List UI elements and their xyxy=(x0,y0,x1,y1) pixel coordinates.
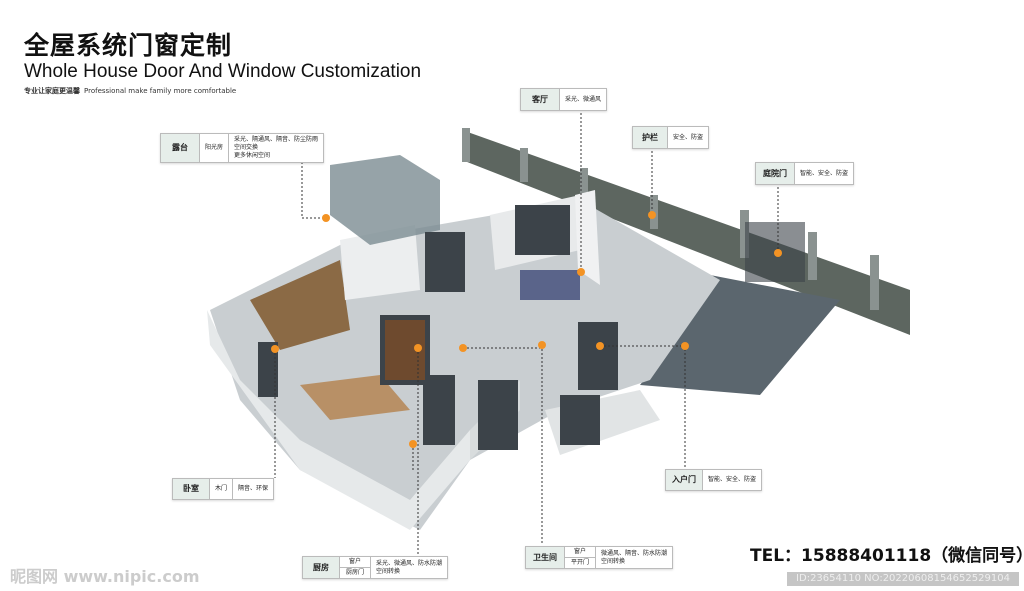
feature: 采光、隔通风、隔音、防尘防雨 xyxy=(234,136,319,143)
label-kitchen: 厨房 窗户 厨房门 采光、微通风、防水防潮 空间转换 xyxy=(302,556,449,579)
label-entry: 入户门 智能、安全、防盗 xyxy=(665,469,763,491)
label-name: 卧室 xyxy=(173,479,210,499)
label-type: 木门 xyxy=(210,479,234,499)
sunroom xyxy=(330,155,440,245)
label-name: 露台 xyxy=(161,134,200,162)
feature: 采光、微通风 xyxy=(565,95,602,103)
watermark-id: ID:23654110 NO:20220608154652529104 xyxy=(787,572,1019,586)
type: 窗户 xyxy=(574,548,587,555)
label-yard-gate: 庭院门 智能、安全、防盗 xyxy=(755,162,855,185)
feature: 空间交换 xyxy=(234,144,259,151)
title-cn: 全屋系统门窗定制 xyxy=(24,31,233,60)
watermark-site: 昵图网 www.nipic.com xyxy=(10,567,200,586)
feature: 更多休闲空间 xyxy=(234,152,271,159)
label-name: 入户门 xyxy=(666,470,703,490)
label-type: 阳光房 xyxy=(200,134,230,162)
subtitle-cn: 专业让家庭更温馨 xyxy=(24,87,80,95)
feature: 隔音、环保 xyxy=(238,485,269,492)
label-terrace: 露台 阳光房 采光、隔通风、隔音、防尘防雨 空间交换 更多休闲空间 xyxy=(160,133,325,163)
sofa xyxy=(520,270,580,300)
type: 厨房门 xyxy=(340,567,371,578)
feature: 空间转换 xyxy=(376,567,401,575)
feature: 采光、微通风、防水防潮 xyxy=(376,559,443,567)
type: 平开门 xyxy=(565,557,596,568)
feature: 安全、防盗 xyxy=(673,133,704,141)
hotspots xyxy=(271,211,782,448)
paving xyxy=(640,275,840,395)
type: 窗户 xyxy=(349,558,362,565)
label-name: 客厅 xyxy=(521,89,560,110)
subtitle: 专业让家庭更温馨 Professional make family more co… xyxy=(24,86,236,96)
telephone: TEL：15888401118（微信同号） xyxy=(750,546,1024,566)
feature: 微通风、隔音、防水防潮 xyxy=(601,549,668,557)
fence xyxy=(462,130,910,335)
feature: 智能、安全、防盗 xyxy=(708,476,757,483)
wood-floor xyxy=(250,260,350,350)
feature: 智能、安全、防盗 xyxy=(800,169,849,177)
stair-landing xyxy=(300,375,410,420)
feature: 空间转换 xyxy=(601,557,626,565)
label-living: 客厅 采光、微通风 xyxy=(520,88,608,111)
label-bedroom: 卧室 木门 隔音、环保 xyxy=(172,478,275,500)
label-name: 护栏 xyxy=(633,127,668,148)
label-railing: 护栏 安全、防盗 xyxy=(632,126,710,149)
label-name: 厨房 xyxy=(303,557,340,578)
label-name: 卫生间 xyxy=(526,547,565,568)
label-bathroom: 卫生间 窗户 平开门 微通风、隔音、防水防潮 空间转换 xyxy=(525,546,674,569)
subtitle-en: Professional make family more comfortabl… xyxy=(84,87,237,95)
title-en: Whole House Door And Window Customizatio… xyxy=(24,61,422,82)
label-name: 庭院门 xyxy=(756,163,795,184)
